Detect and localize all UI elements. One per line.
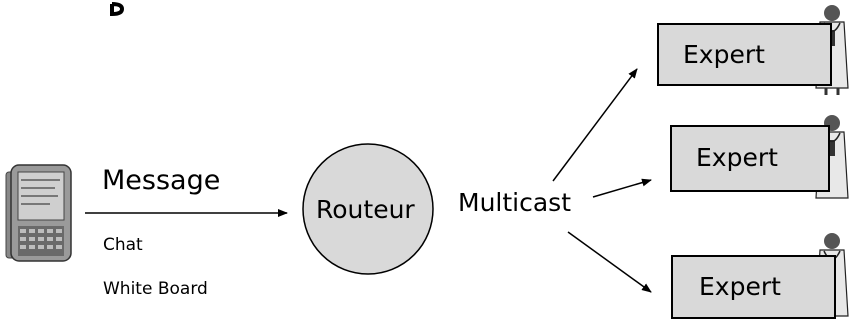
expert-box-3 (671, 255, 836, 319)
expert-label-3: Expert (699, 272, 781, 301)
chat-channel-label: Chat (103, 235, 143, 255)
expert-box-2 (670, 125, 830, 192)
router-node (302, 143, 434, 275)
message-label: Message (102, 165, 221, 196)
expert-label-1: Expert (683, 40, 765, 69)
multicast-label: Multicast (458, 188, 572, 217)
expert-label-2: Expert (696, 143, 778, 172)
multicast-arrow-bottom (567, 231, 652, 293)
router-label: Routeur (316, 195, 415, 224)
multicast-arrow-middle (592, 178, 652, 198)
title-fragment (110, 2, 125, 16)
pda-device-icon (5, 164, 72, 262)
multicast-arrow-top (552, 68, 638, 182)
whiteboard-channel-label: White Board (103, 279, 208, 299)
expert-box-1 (657, 23, 832, 86)
